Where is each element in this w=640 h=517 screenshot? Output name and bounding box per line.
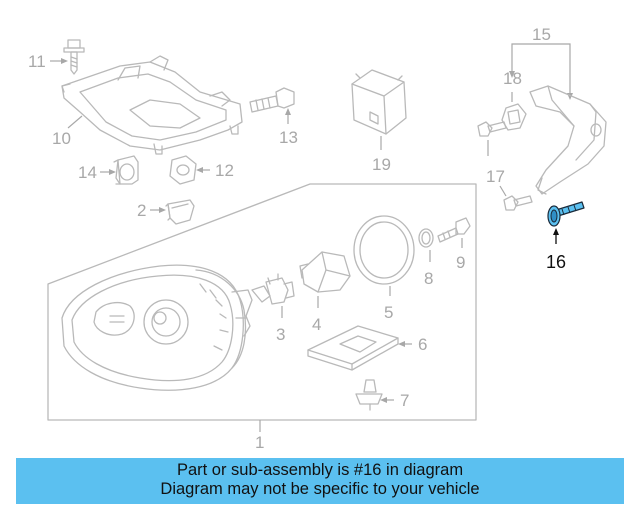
callout-18: 18 [503, 69, 522, 88]
callout-9: 9 [456, 253, 465, 272]
info-banner: Part or sub-assembly is #16 in diagram D… [16, 458, 624, 504]
part-6-gasket-plate [307, 325, 399, 371]
leader-11-arrow [61, 58, 68, 64]
callout-8: 8 [424, 269, 433, 288]
leader-10 [67, 115, 83, 129]
leader-13-arrow [285, 108, 291, 115]
part-9-screw [437, 217, 471, 243]
leader-6-arrow [398, 341, 405, 347]
headlamp-housing [61, 264, 253, 391]
part-7-clip [355, 379, 383, 411]
part-3-bulb [251, 273, 295, 305]
leader-14-arrow [109, 169, 116, 175]
part-19-module [351, 69, 407, 135]
part-4-lamp-unit [299, 251, 351, 293]
part-11-bolt [63, 39, 85, 75]
part-18-clip-nut [501, 103, 527, 131]
callout-13: 13 [279, 128, 298, 147]
callout-14: 14 [78, 163, 97, 182]
part-16-bolt-highlighted [547, 201, 585, 227]
callout-10: 10 [52, 129, 71, 148]
callout-3: 3 [276, 325, 285, 344]
callout-4: 4 [312, 315, 321, 334]
part-15-support-bracket [529, 85, 607, 195]
leader-7-arrow [380, 397, 387, 403]
callout-11: 11 [28, 52, 46, 71]
callout-16: 16 [546, 252, 566, 272]
part-1-frame [47, 183, 477, 421]
callout-7: 7 [400, 391, 409, 410]
leader-15-arrow-a [509, 71, 515, 78]
leader-2-arrow [159, 207, 166, 213]
callout-2: 2 [137, 201, 146, 220]
banner-line-part: Part or sub-assembly is #16 in diagram [176, 461, 464, 479]
leader-15-bracket [511, 43, 571, 96]
part-10-bracket [61, 55, 243, 155]
banner-line-disclaimer: Diagram may not be specific to your vehi… [160, 480, 480, 498]
callout-19: 19 [372, 155, 391, 174]
part-8-o-ring [418, 228, 434, 248]
part-5-seal-ring [353, 215, 415, 285]
callout-6: 6 [418, 335, 427, 354]
part-2-cap [165, 199, 195, 225]
leader-12-arrow [196, 167, 203, 173]
callout-12: 12 [215, 161, 234, 180]
part-12-nut [169, 155, 197, 185]
leader-17b [499, 185, 507, 197]
part-14-grommet [113, 155, 139, 185]
part-17-bolts [477, 121, 533, 211]
callout-15: 15 [532, 25, 551, 44]
part-13-bolt [249, 87, 295, 113]
callout-17: 17 [486, 167, 505, 186]
callout-5: 5 [384, 303, 393, 322]
leader-16-arrow [553, 228, 559, 235]
callout-1: 1 [255, 433, 264, 452]
